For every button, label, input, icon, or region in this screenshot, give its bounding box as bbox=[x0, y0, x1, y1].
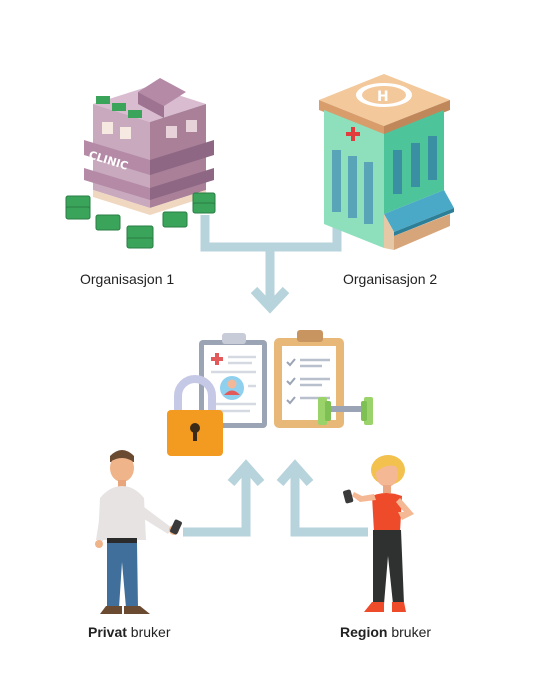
region-user-label: Region bruker bbox=[340, 624, 431, 640]
connector-lines bbox=[183, 215, 368, 537]
svg-text:H: H bbox=[377, 89, 389, 105]
checklist-clipboard-icon bbox=[274, 330, 344, 428]
private-user-label-bold: Privat bbox=[88, 624, 127, 640]
clinic-building-icon: CLINIC bbox=[84, 78, 214, 215]
region-up-arrow-head bbox=[276, 459, 314, 486]
private-up-arrow-line bbox=[183, 470, 251, 537]
hospital-building-icon: H bbox=[319, 74, 454, 250]
man-with-phone-icon bbox=[95, 450, 182, 614]
padlock-icon bbox=[167, 375, 223, 456]
money-stack-icon bbox=[65, 192, 216, 249]
org1-label: Organisasjon 1 bbox=[80, 271, 175, 287]
private-user-label-rest: bruker bbox=[126, 624, 171, 640]
dumbbell-icon bbox=[318, 397, 373, 425]
private-user-label: Privat bruker bbox=[88, 624, 171, 640]
region-user-label-bold: Region bbox=[340, 624, 388, 640]
org-connector-line bbox=[200, 215, 342, 252]
org2-label: Organisasjon 2 bbox=[343, 271, 438, 287]
region-up-arrow-line bbox=[290, 470, 368, 537]
woman-with-phone-icon bbox=[343, 455, 414, 612]
down-arrow-head bbox=[250, 286, 290, 314]
region-user-label-rest: bruker bbox=[387, 624, 432, 640]
private-up-arrow-head bbox=[227, 459, 265, 486]
